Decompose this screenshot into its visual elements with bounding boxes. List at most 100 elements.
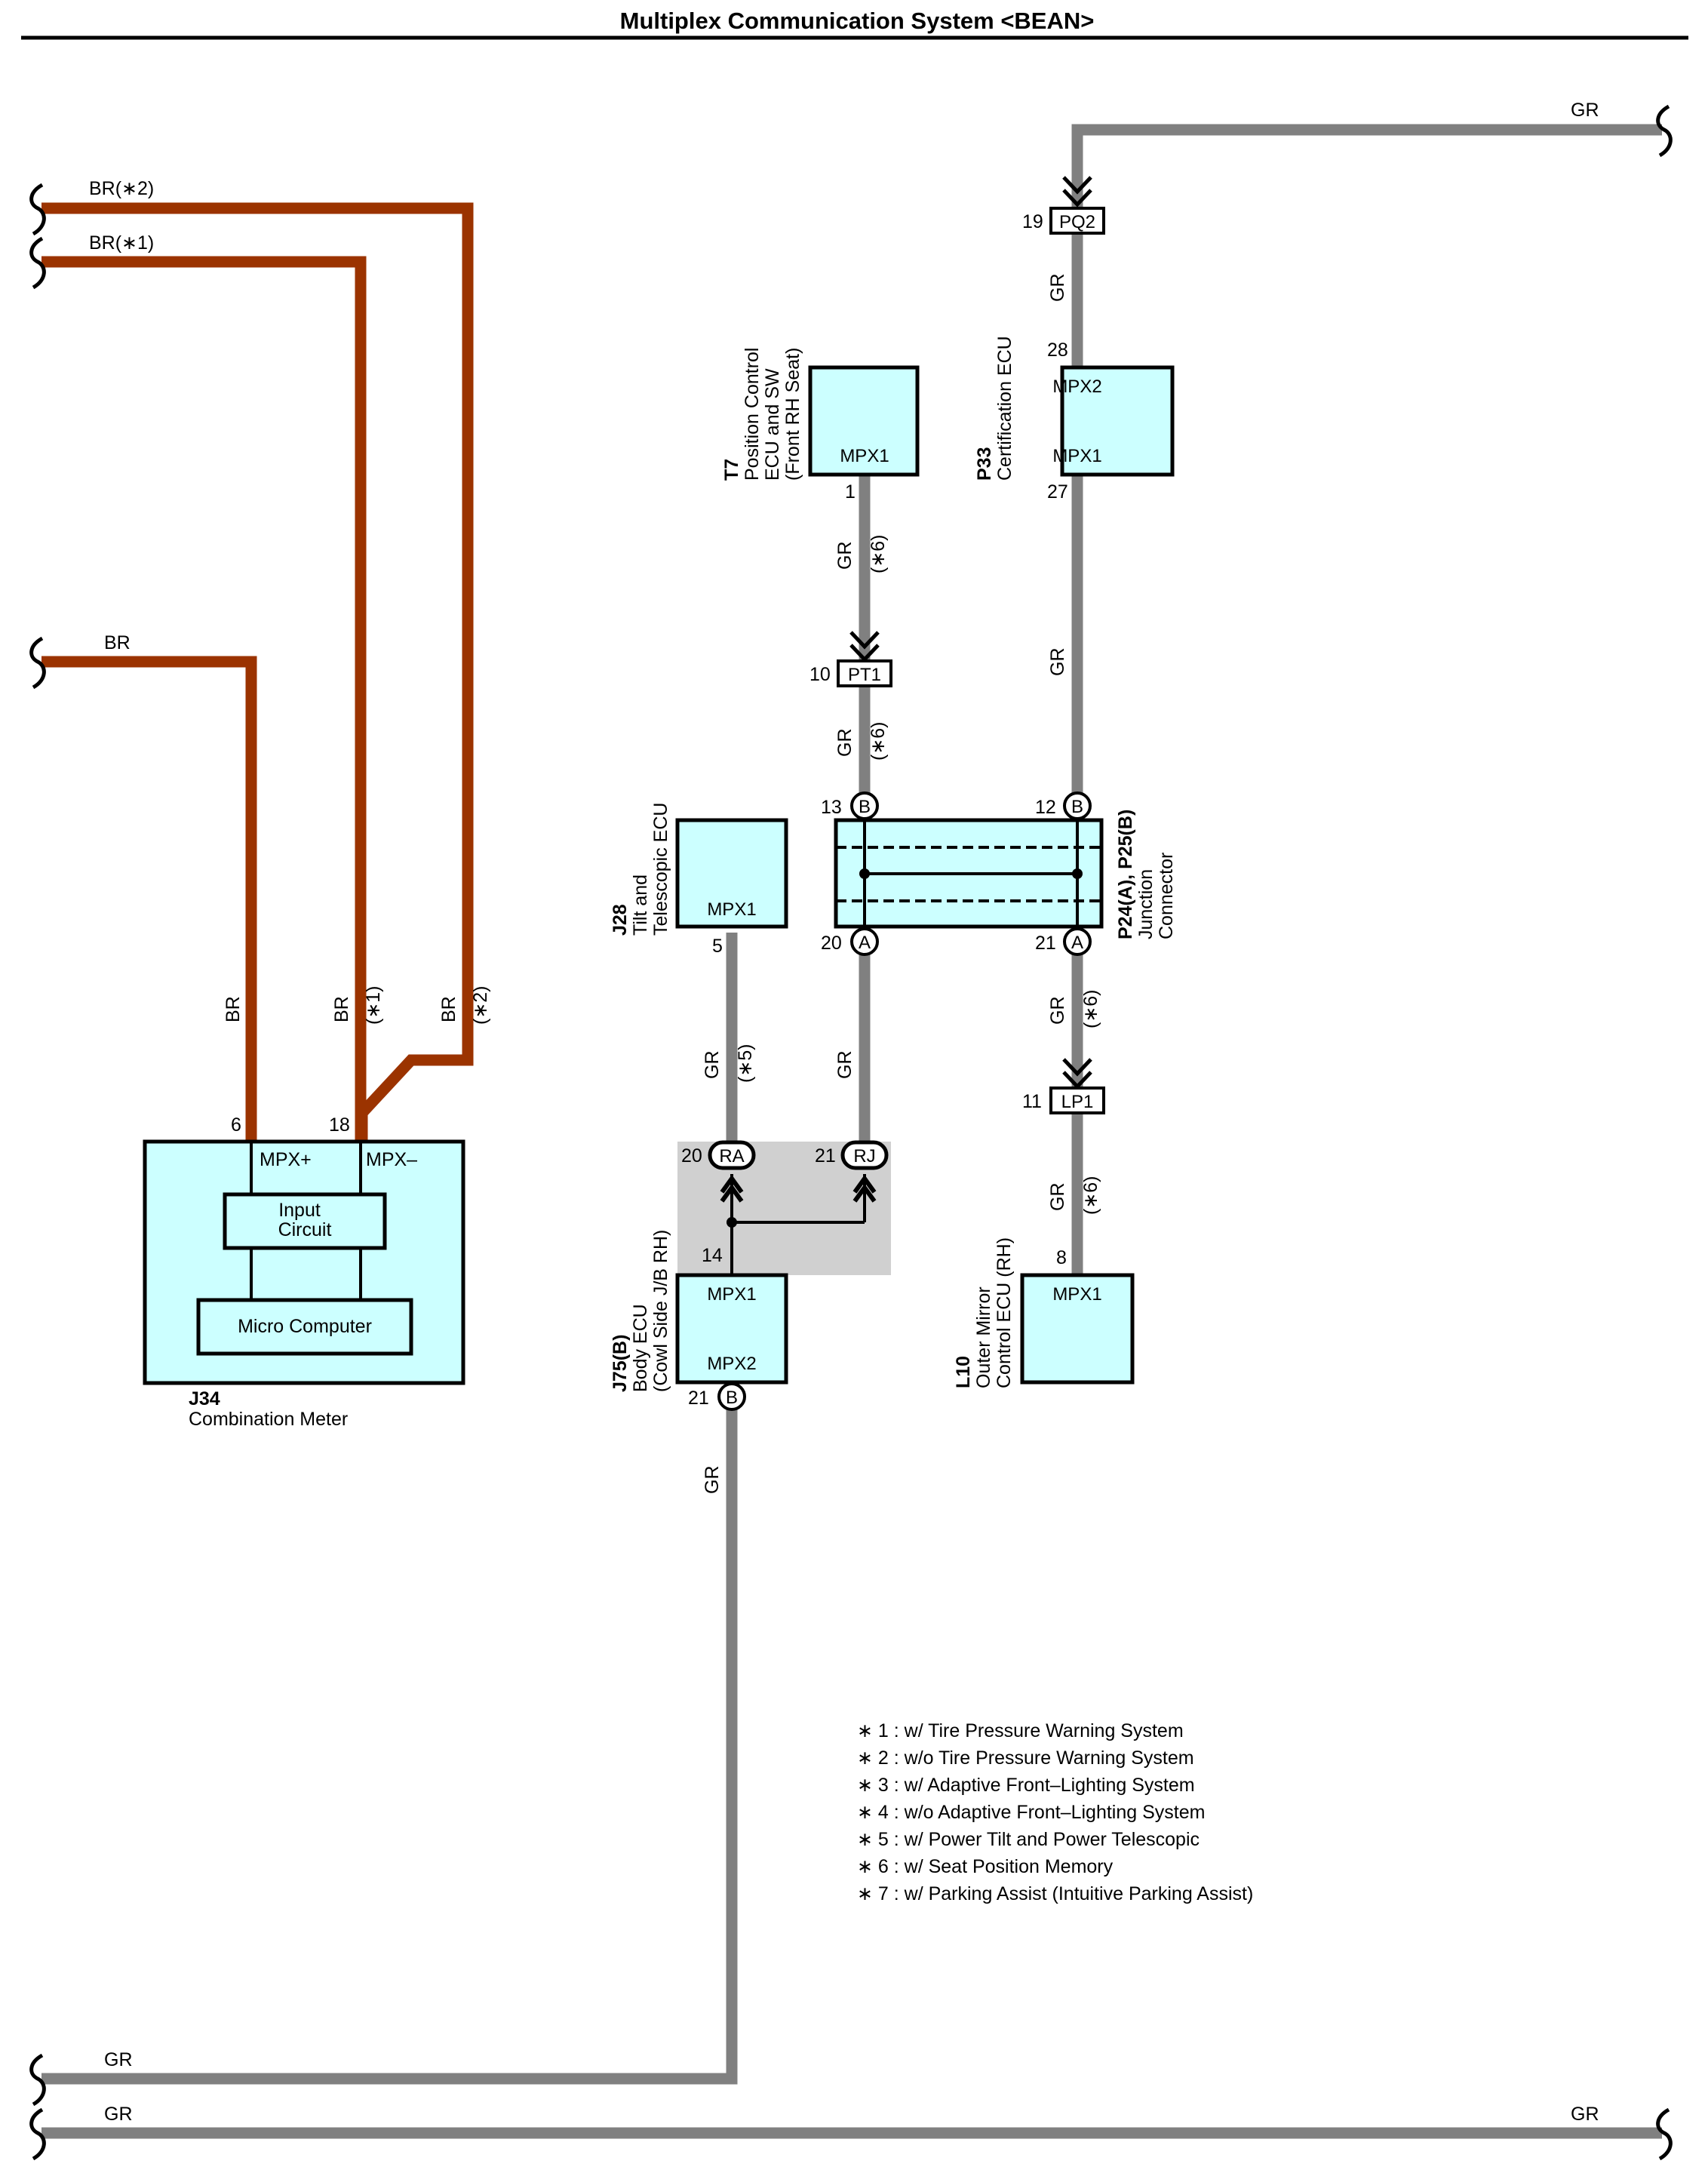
pin-name-mpx1: MPX1 [1052,446,1101,466]
connector-letter-text: B [1071,797,1083,817]
wire-break-icon [29,183,46,236]
component-name-j75: Body ECU [630,1304,651,1392]
outer-mirror-ecu-box [1020,1273,1135,1385]
note-item: ∗ 1 : w/ Tire Pressure Warning System [857,1720,1184,1741]
wire-label-br: BR [104,632,131,653]
component-code-p24-p25: P24(A), P25(B) [1115,810,1136,939]
wire-note-6: (∗6) [1080,1176,1101,1215]
wire-label-gr: GR [1571,100,1599,121]
wire-label-gr: GR [104,2049,133,2070]
wire-label-gr-vert: GR [702,1051,723,1080]
pin-number: 27 [1047,481,1068,503]
note-item: ∗ 6 : w/ Seat Position Memory [857,1856,1114,1877]
pin-number: 13 [821,797,842,818]
connector-pt1-label: PT1 [848,665,881,685]
component-code-t7: T7 [721,459,742,481]
pin-number: 21 [1035,933,1056,954]
notes-list: ∗ 1 : w/ Tire Pressure Warning System ∗ … [857,1720,1253,1904]
component-name-j75: (Cowl Side J/B RH) [650,1230,671,1392]
input-circuit-label: Circuit [278,1219,332,1240]
junction-ra [708,1140,756,1170]
wire-note-1: (∗1) [363,985,384,1025]
component-name-t7: ECU and SW [762,368,783,481]
micro-computer-box [196,1298,413,1356]
note-item: ∗ 5 : w/ Power Tilt and Power Telescopic [857,1829,1200,1850]
connector-lp1 [1049,1087,1105,1114]
tilt-telescopic-ecu-box [675,818,788,929]
connector-pt1 [837,659,892,687]
connector-letter [1063,791,1092,820]
wire-break-icon [29,236,46,290]
connector-letter-text: A [1071,933,1083,953]
component-name-t7: (Front RH Seat) [782,348,803,481]
connector-letter-text: A [859,933,871,953]
wire-label-gr: GR [1571,2104,1599,2125]
pin-name-mpx2: MPX2 [707,1354,756,1374]
pin-number: 18 [329,1114,350,1136]
pin-name-mpx1: MPX1 [707,899,756,920]
connector-pin-number: 11 [1022,1091,1042,1112]
pin-number: 20 [821,933,842,954]
pin-number: 28 [1047,340,1068,361]
wire-label-gr-vert: GR [834,1051,856,1080]
wire-break-icon [1656,104,1673,158]
wire-label-br-vert: BR [438,996,459,1022]
connector-letter-text: B [859,797,871,817]
pin-name-mpx-minus: MPX– [366,1149,417,1170]
component-name-j34: Combination Meter [189,1409,348,1430]
connector-arrow-icon [720,1174,744,1203]
component-name-junction: Connector [1156,853,1177,939]
pin-name-mpx1: MPX1 [707,1284,756,1305]
pin-name-mpx2: MPX2 [1052,377,1101,397]
connector-arrow-icon [1062,176,1092,207]
component-name-j28: Tilt and [630,874,651,936]
splice-dot [859,868,870,879]
component-name-p33: Certification ECU [994,336,1015,481]
component-code-j75: J75(B) [610,1335,631,1392]
pin-number: 21 [688,1388,709,1409]
pin-number: 14 [702,1245,723,1266]
connector-pq2 [1049,207,1105,235]
wire-label-gr: GR [104,2104,133,2125]
junction-rj [840,1140,889,1170]
component-name-l10: Control ECU (RH) [994,1237,1015,1388]
wire-br-1 [41,256,367,1142]
connector-pin-number: 19 [1022,211,1043,232]
micro-computer-label: Micro Computer [238,1316,372,1337]
note-item: ∗ 7 : w/ Parking Assist (Intuitive Parki… [857,1883,1253,1904]
wire-note-6: (∗6) [868,721,889,761]
connector-letter [850,791,879,820]
wire-note-6: (∗6) [868,534,889,573]
splice-dot [1072,868,1083,879]
wire-label-gr-vert: GR [1047,648,1068,677]
connector-letter [717,1382,746,1411]
splice-dot [727,1217,737,1228]
connector-letter [850,927,879,956]
wire-label-gr-vert: GR [702,1466,723,1495]
component-code-p33: P33 [974,447,995,481]
pin-name-mpx-plus: MPX+ [260,1149,312,1170]
note-item: ∗ 3 : w/ Adaptive Front–Lighting System [857,1775,1195,1796]
component-name-j28: Telescopic ECU [650,803,671,936]
input-circuit-label: Input [278,1200,321,1221]
wire-note-5: (∗5) [735,1044,756,1083]
wire-label-gr-vert: GR [1047,1183,1068,1212]
wire-label-gr-vert: GR [834,729,856,758]
wire-gr-cert [1071,124,1662,1274]
wire-break-icon [1656,2107,1673,2161]
wire-label-br-vert: BR [223,996,244,1022]
note-item: ∗ 4 : w/o Adaptive Front–Lighting System [857,1802,1205,1823]
pin-name-mpx1: MPX1 [840,446,889,466]
input-circuit-box [223,1192,387,1250]
body-ecu-box [675,1273,788,1385]
pin-name-mpx1: MPX1 [1052,1284,1101,1305]
page-title: Multiplex Communication System <BEAN> [620,8,1095,34]
component-code-j28: J28 [610,904,631,936]
wire-label-br-vert: BR [331,996,352,1022]
wire-break-icon [29,2053,46,2107]
wire-label-br1: BR(∗1) [89,232,154,254]
pin-number: 1 [845,481,856,503]
wire-gr-body [41,1385,738,2085]
component-code-j34: J34 [189,1388,220,1409]
wire-label-gr-vert: GR [834,542,856,570]
